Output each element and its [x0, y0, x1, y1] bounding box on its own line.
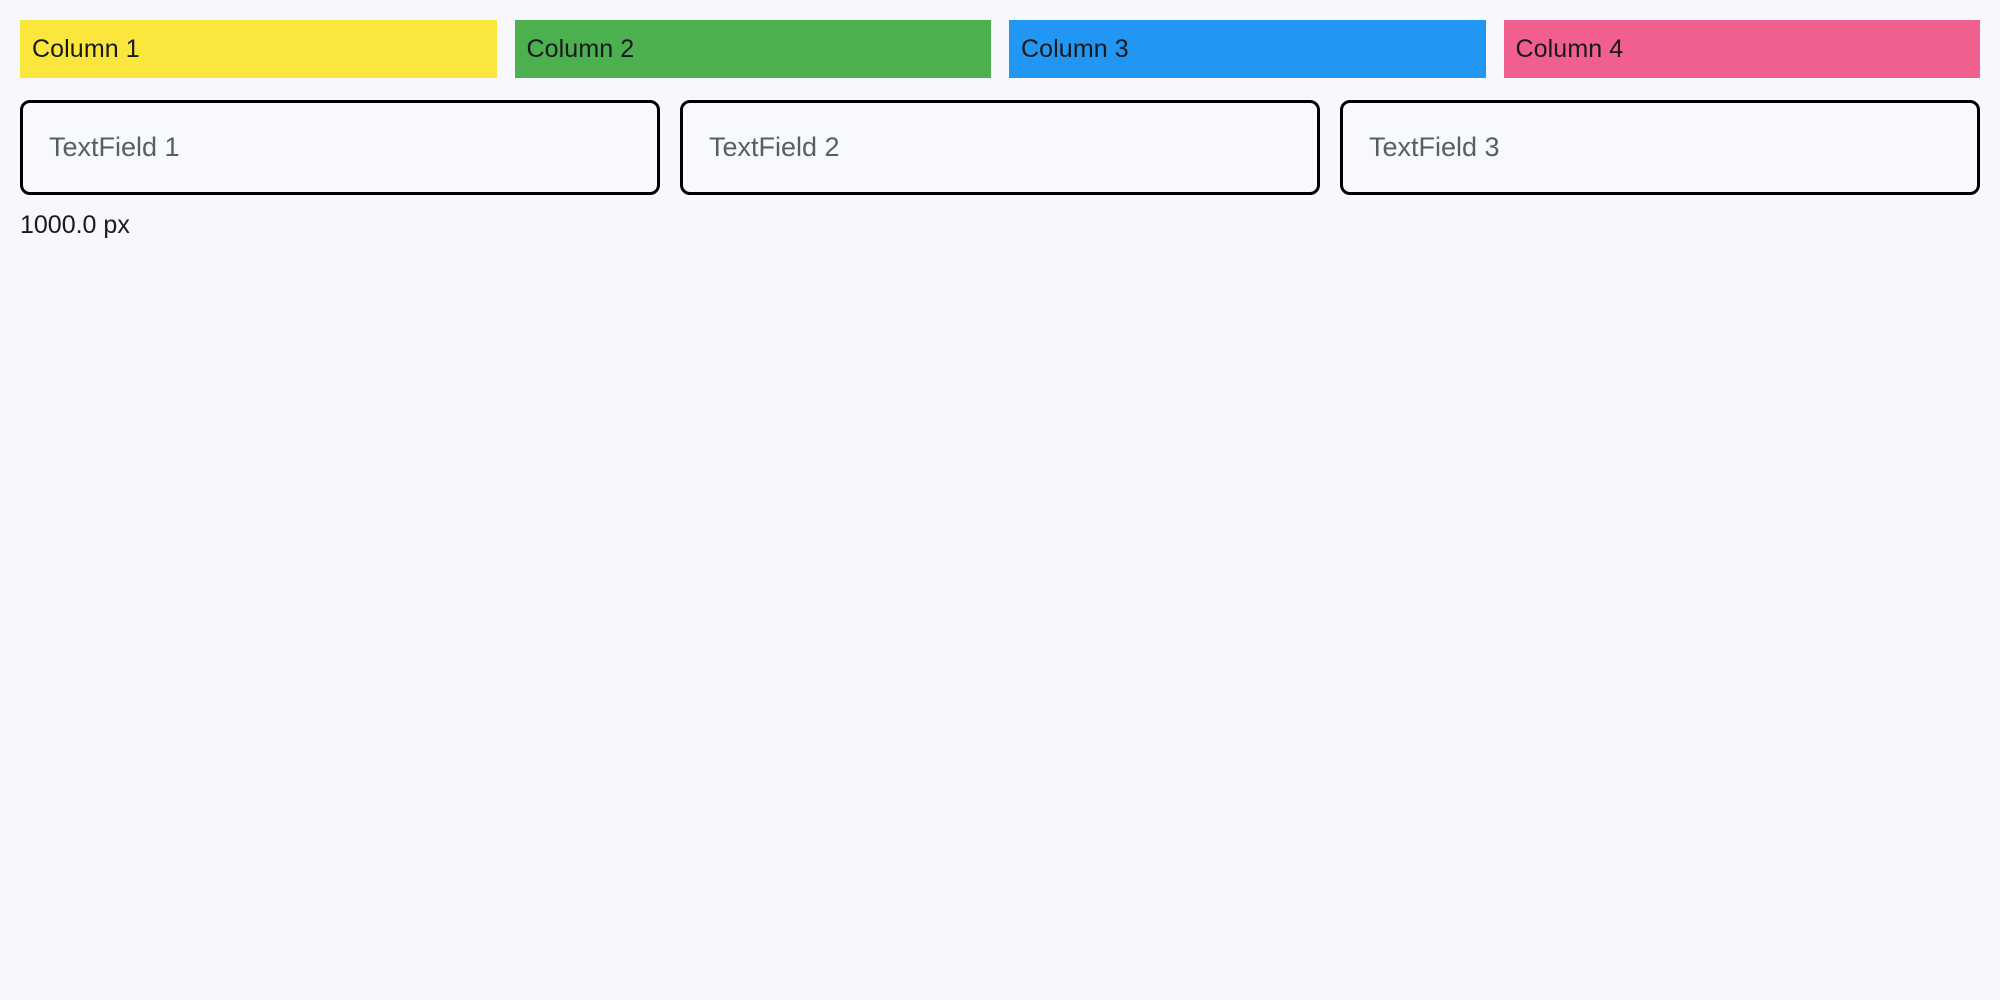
status-row: 1000.0 px: [20, 213, 1980, 238]
textfield-3-placeholder: TextField 3: [1369, 132, 1500, 162]
column-label: Column 4: [1515, 34, 1624, 63]
textfield-1[interactable]: TextField 1: [20, 100, 660, 195]
textfields-row: TextField 1 TextField 2 TextField 3: [20, 100, 1980, 195]
column-block-4[interactable]: Column 4: [1503, 20, 1980, 78]
column-label: Column 3: [1021, 34, 1129, 63]
textfield-2[interactable]: TextField 2: [680, 100, 1320, 195]
column-block-3[interactable]: Column 3: [1009, 20, 1486, 78]
column-block-2[interactable]: Column 2: [514, 20, 991, 78]
textfield-2-placeholder: TextField 2: [709, 132, 840, 162]
measurement-label: 1000.0 px: [20, 211, 130, 239]
column-label: Column 1: [32, 34, 140, 63]
textfield-1-placeholder: TextField 1: [49, 132, 180, 162]
columns-row: Column 1 Column 2 Column 3 Column 4: [20, 20, 1980, 78]
column-block-1[interactable]: Column 1: [20, 20, 497, 78]
column-label: Column 2: [526, 34, 635, 63]
textfield-3[interactable]: TextField 3: [1340, 100, 1980, 195]
